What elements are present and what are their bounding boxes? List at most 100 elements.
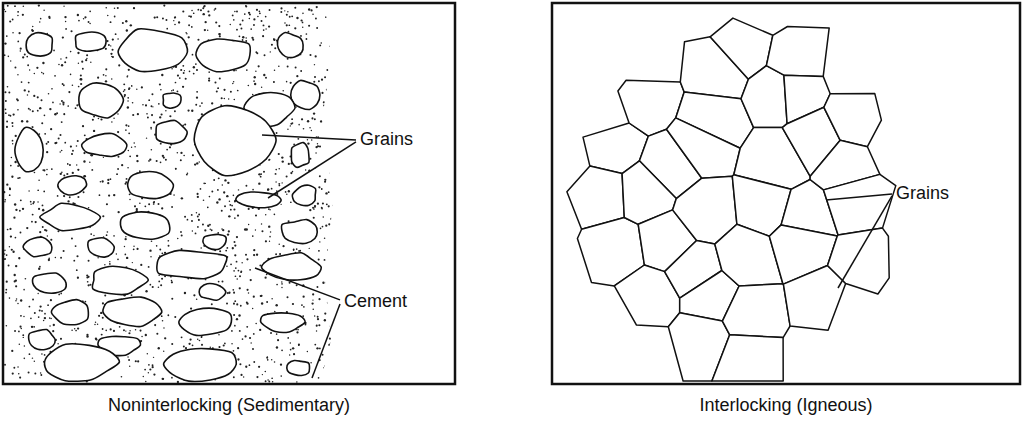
stipple-dot — [310, 9, 312, 11]
stipple-dot — [188, 343, 190, 345]
stipple-dot — [211, 303, 213, 305]
stipple-dot — [23, 316, 24, 317]
stipple-dot — [70, 30, 72, 32]
stipple-dot — [22, 334, 24, 336]
stipple-dot — [38, 208, 40, 210]
stipple-dot — [30, 201, 32, 203]
stipple-dot — [269, 209, 271, 211]
stipple-dot — [67, 163, 69, 165]
stipple-dot — [230, 91, 232, 93]
stipple-dot — [302, 296, 304, 298]
stipple-dot — [61, 150, 63, 152]
stipple-dot — [307, 139, 308, 140]
grain — [15, 127, 43, 171]
stipple-dot — [269, 159, 271, 161]
stipple-dot — [256, 376, 258, 378]
stipple-dot — [117, 131, 119, 133]
stipple-dot — [48, 259, 50, 261]
stipple-dot — [329, 45, 331, 47]
stipple-dot — [162, 378, 164, 380]
stipple-dot — [117, 7, 119, 9]
stipple-dot — [46, 169, 48, 171]
stipple-dot — [34, 361, 35, 362]
stipple-dot — [4, 258, 6, 260]
stipple-dot — [173, 20, 174, 21]
stipple-dot — [317, 318, 319, 320]
stipple-dot — [330, 305, 332, 307]
stipple-dot — [124, 246, 125, 247]
stipple-dot — [248, 292, 250, 294]
stipple-dot — [207, 206, 209, 208]
stipple-dot — [43, 169, 45, 171]
stipple-dot — [43, 10, 45, 12]
stipple-dot — [27, 94, 29, 96]
stipple-dot — [63, 195, 65, 197]
stipple-dot — [240, 28, 242, 30]
stipple-dot — [125, 20, 127, 22]
stipple-dot — [161, 315, 163, 317]
crystal-grain — [741, 66, 787, 128]
stipple-dot — [127, 97, 129, 99]
stipple-dot — [111, 121, 113, 123]
stipple-dot — [227, 233, 229, 235]
stipple-dot — [177, 152, 179, 154]
stipple-dot — [177, 238, 178, 239]
stipple-dot — [192, 230, 194, 232]
stipple-dot — [208, 79, 210, 81]
stipple-dot — [124, 94, 126, 96]
stipple-dot — [35, 221, 37, 223]
stipple-dot — [234, 217, 236, 219]
grain — [194, 106, 276, 176]
stipple-dot — [101, 334, 103, 336]
stipple-dot — [20, 48, 22, 50]
stipple-dot — [150, 256, 151, 257]
stipple-dot — [44, 317, 46, 319]
stipple-dot — [299, 250, 301, 252]
stipple-dot — [233, 292, 235, 294]
stipple-dot — [239, 275, 241, 277]
leader-line — [826, 194, 892, 200]
stipple-dot — [77, 277, 79, 279]
stipple-dot — [26, 120, 28, 122]
stipple-dot — [32, 214, 34, 216]
stipple-dot — [197, 196, 199, 198]
stipple-dot — [309, 127, 311, 129]
stipple-dot — [12, 372, 14, 374]
stipple-dot — [287, 337, 289, 339]
stipple-dot — [105, 75, 106, 76]
stipple-dot — [216, 90, 218, 92]
stipple-dot — [202, 224, 204, 226]
stipple-dot — [91, 169, 93, 171]
stipple-dot — [17, 11, 19, 13]
stipple-dot — [179, 77, 181, 79]
stipple-dot — [196, 96, 198, 98]
stipple-dot — [156, 333, 158, 335]
stipple-dot — [127, 106, 129, 108]
stipple-dot — [125, 330, 126, 331]
stipple-dot — [76, 104, 78, 106]
stipple-dot — [321, 79, 323, 81]
stipple-dot — [41, 353, 43, 355]
stipple-dot — [239, 23, 241, 25]
stipple-dot — [267, 189, 269, 191]
stipple-dot — [328, 344, 330, 346]
stipple-dot — [53, 50, 55, 52]
stipple-dot — [54, 75, 56, 77]
stipple-dot — [201, 336, 203, 338]
stipple-dot — [218, 346, 220, 348]
stipple-dot — [274, 214, 276, 216]
stipple-dot — [291, 15, 293, 17]
stipple-dot — [203, 199, 205, 201]
stipple-dot — [149, 284, 151, 286]
stipple-dot — [59, 103, 60, 104]
stipple-dot — [235, 70, 236, 71]
stipple-dot — [249, 18, 251, 20]
stipple-dot — [6, 184, 8, 186]
stipple-dot — [76, 145, 78, 147]
grain — [26, 33, 52, 56]
crystal-grain — [766, 27, 829, 77]
stipple-dot — [113, 330, 115, 332]
stipple-dot — [128, 69, 130, 71]
stipple-dot — [143, 376, 144, 377]
stipple-dot — [268, 225, 270, 227]
